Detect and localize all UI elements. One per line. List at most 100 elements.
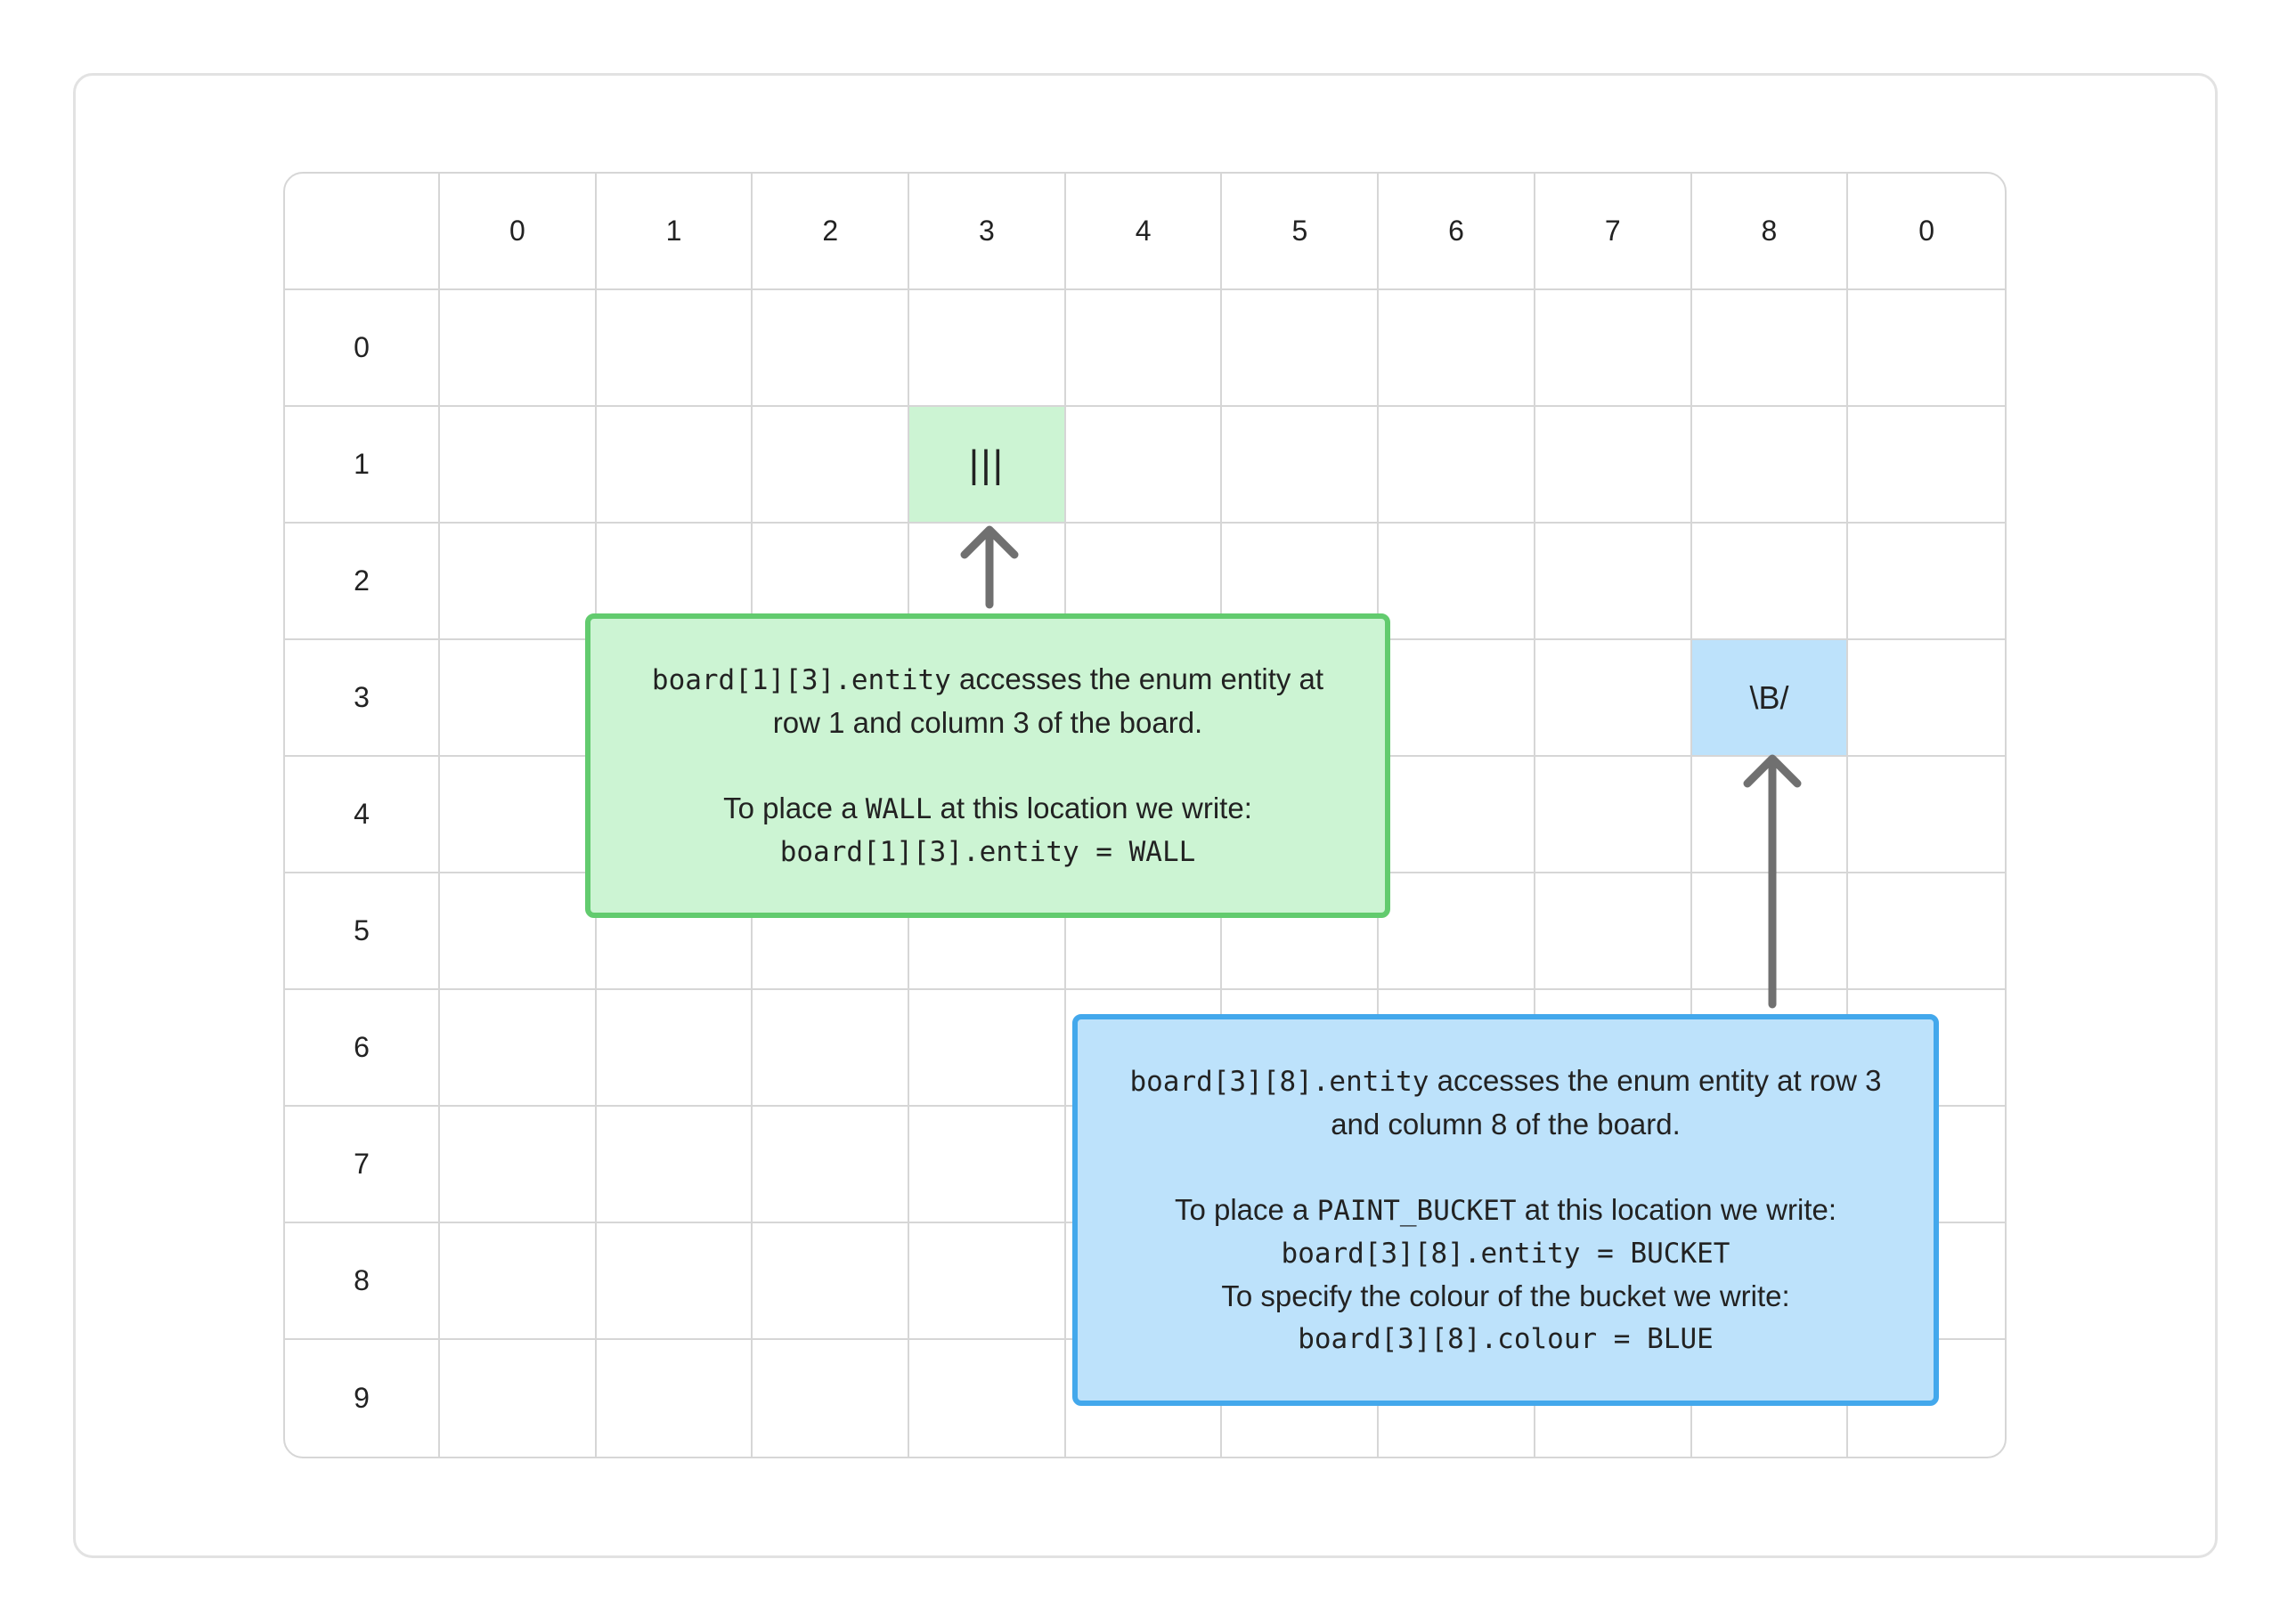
board-cell xyxy=(440,290,597,407)
bucket-arrow xyxy=(1743,754,1802,1009)
wall-note-code-assign: board[1][3].entity = WALL xyxy=(779,836,1196,868)
board-cell xyxy=(1535,757,1692,873)
board-cell xyxy=(1691,407,1849,524)
board-cell xyxy=(440,873,597,990)
bucket-note-code-access: board[3][8].entity xyxy=(1129,1066,1429,1098)
board-cell xyxy=(596,873,753,990)
wall-cell: ||| xyxy=(909,407,1066,524)
board-cell xyxy=(753,1107,910,1223)
column-header: 0 xyxy=(1848,174,2005,290)
bucket-note-text-access: accesses the enum entity at row 3 xyxy=(1429,1064,1882,1097)
board-cell xyxy=(753,1340,910,1457)
wall-note-code-wall: WALL xyxy=(865,793,932,825)
bucket-note-line-5: To specify the colour of the bucket we w… xyxy=(1221,1279,1790,1312)
bucket-note-text-place: To place a xyxy=(1174,1193,1317,1226)
wall-note-line-3: To place a WALL at this location we writ… xyxy=(590,787,1385,831)
wall-note-code-access: board[1][3].entity xyxy=(651,664,951,696)
wall-note-text-place: To place a xyxy=(723,792,866,824)
row-header: 9 xyxy=(285,1340,440,1457)
wall-note-text-access: accesses the enum entity at xyxy=(950,662,1324,695)
board-cell xyxy=(596,407,753,524)
board-cell xyxy=(753,873,910,990)
column-header: 2 xyxy=(753,174,910,290)
row-header: 6 xyxy=(285,990,440,1107)
board-cell xyxy=(1848,407,2005,524)
board-cell xyxy=(909,1223,1066,1340)
bucket-cell: \B/ xyxy=(1691,640,1849,757)
column-header: 5 xyxy=(1222,174,1380,290)
bucket-note-line-3: To place a PAINT_BUCKET at this location… xyxy=(1078,1189,1934,1232)
wall-arrow xyxy=(960,525,1019,609)
board-cell xyxy=(909,990,1066,1107)
board-cell xyxy=(1379,524,1535,640)
board-cell xyxy=(440,1340,597,1457)
board-cell xyxy=(597,1340,753,1457)
bucket-note-code-assign-entity: board[3][8].entity = BUCKET xyxy=(1281,1238,1730,1270)
board-cell xyxy=(1535,407,1692,524)
wall-note-line-2: row 1 and column 3 of the board. xyxy=(772,706,1203,739)
board-cell xyxy=(753,407,910,524)
board-cell xyxy=(753,990,910,1107)
board-cell xyxy=(1379,407,1535,524)
wall-explanation-box: board[1][3].entity accesses the enum ent… xyxy=(585,613,1390,918)
bucket-note-text-location: at this location we write: xyxy=(1516,1193,1837,1226)
board-cell xyxy=(1535,290,1692,407)
row-header: 5 xyxy=(285,873,440,990)
board-cell xyxy=(1379,757,1535,873)
row-header: 8 xyxy=(285,1223,440,1340)
board-cell xyxy=(1379,640,1535,757)
board-cell xyxy=(440,407,597,524)
board-cell xyxy=(1222,873,1380,990)
column-header: 1 xyxy=(596,174,753,290)
board-cell xyxy=(1848,290,2005,407)
bucket-note-code-assign-colour: board[3][8].colour = BLUE xyxy=(1298,1323,1714,1355)
bucket-note-line-2: and column 8 of the board. xyxy=(1331,1108,1681,1141)
wall-note-text-location: at this location we write: xyxy=(932,792,1252,824)
board-cell xyxy=(440,1223,597,1340)
board-cell xyxy=(440,524,597,640)
bucket-explanation-box: board[3][8].entity accesses the enum ent… xyxy=(1072,1014,1939,1406)
column-header: 3 xyxy=(909,174,1066,290)
board-cell xyxy=(1065,873,1223,990)
board-cell xyxy=(753,290,910,407)
row-header: 2 xyxy=(285,524,440,640)
board-cell xyxy=(909,290,1066,407)
board-cell xyxy=(909,1107,1066,1223)
row-header: 3 xyxy=(285,640,440,757)
board-cell xyxy=(1379,873,1535,990)
row-header: 1 xyxy=(285,407,440,524)
column-header: 0 xyxy=(440,174,597,290)
board-cell xyxy=(1848,757,2005,873)
board-cell xyxy=(1535,640,1692,757)
column-header: 4 xyxy=(1065,174,1223,290)
board-cell xyxy=(1848,640,2005,757)
grid-corner xyxy=(285,174,440,290)
board-cell xyxy=(1691,290,1849,407)
column-header: 7 xyxy=(1535,174,1692,290)
board-cell xyxy=(909,1340,1066,1457)
board-cell xyxy=(1379,290,1535,407)
board-cell xyxy=(596,1107,753,1223)
board-cell xyxy=(1222,290,1380,407)
bucket-note-code-paint-bucket: PAINT_BUCKET xyxy=(1316,1195,1517,1227)
wall-note-line-1: board[1][3].entity accesses the enum ent… xyxy=(590,658,1385,702)
board-cell xyxy=(1535,524,1692,640)
board-cell xyxy=(1848,524,2005,640)
column-header: 8 xyxy=(1691,174,1849,290)
board-cell xyxy=(1222,407,1380,524)
bucket-note-line-1: board[3][8].entity accesses the enum ent… xyxy=(1078,1060,1934,1103)
board-cell xyxy=(596,290,753,407)
board-cell xyxy=(596,1223,753,1340)
board-cell xyxy=(1848,873,2005,990)
row-header: 0 xyxy=(285,290,440,407)
board-cell xyxy=(909,873,1066,990)
board-cell xyxy=(753,1223,910,1340)
board-cell xyxy=(1065,407,1223,524)
column-header: 6 xyxy=(1379,174,1535,290)
row-header: 4 xyxy=(285,757,440,873)
board-cell xyxy=(596,990,753,1107)
board-cell xyxy=(440,990,597,1107)
board-cell xyxy=(1535,873,1692,990)
row-header: 7 xyxy=(285,1107,440,1223)
